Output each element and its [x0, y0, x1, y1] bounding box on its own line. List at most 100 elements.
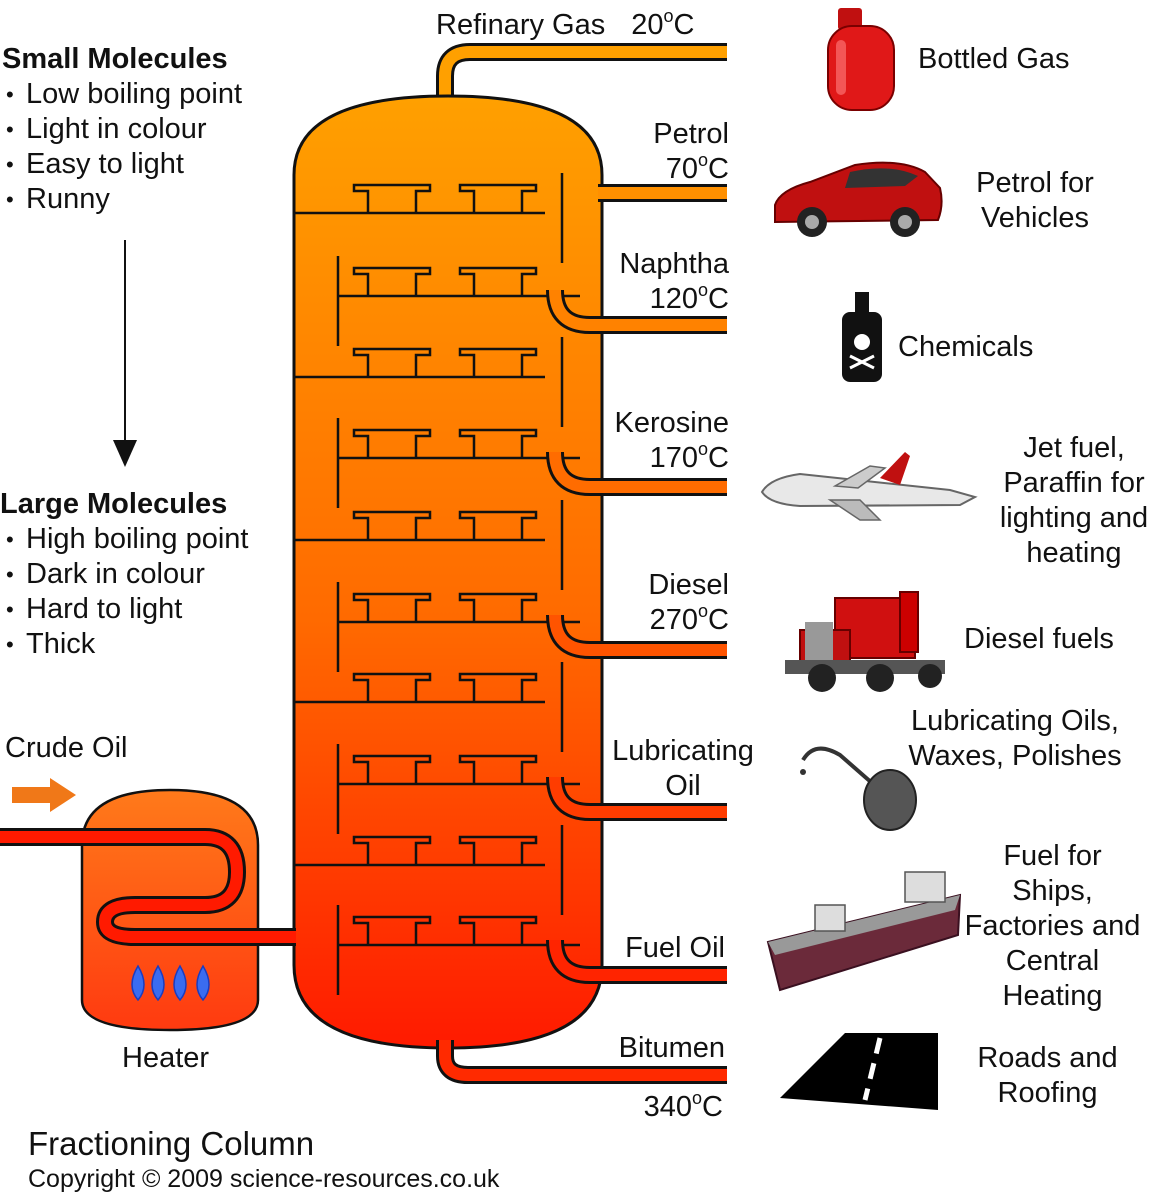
gas-cylinder-icon	[827, 8, 895, 111]
bubble-cap	[352, 835, 432, 865]
bubble-cap	[458, 754, 538, 784]
fractioning-column	[292, 94, 604, 1050]
property-item: Thick	[6, 627, 248, 662]
bubble-cap	[458, 183, 538, 213]
fraction-label: Refinary Gas 20oC	[436, 6, 695, 43]
temperature-value: 70	[665, 153, 699, 185]
fraction-temperature: 270oC	[649, 601, 729, 636]
copyright-text: Copyright © 2009 science-resources.co.uk	[28, 1165, 500, 1193]
property-text: Thick	[26, 628, 96, 660]
product-use-label: Bottled Gas	[918, 43, 1070, 75]
bubble-cap	[352, 183, 432, 213]
crude-oil-arrow	[12, 778, 76, 812]
celsius-unit: C	[708, 604, 729, 636]
car-icon	[774, 161, 943, 237]
crude-oil-label: Crude Oil	[5, 732, 128, 764]
degree-symbol: o	[698, 280, 709, 300]
product-use-label: Diesel fuels	[964, 623, 1114, 655]
product-use-label: Fuel for Ships, Factories and Central He…	[964, 840, 1141, 1012]
temperature-value: 170	[649, 442, 699, 474]
degree-symbol: o	[698, 150, 709, 170]
output-pipe-fill	[549, 939, 727, 981]
temperature-value: 20	[631, 9, 664, 41]
bubble-cap	[352, 510, 432, 540]
temperature-value: 270	[649, 604, 699, 636]
small-molecules-properties: Low boiling pointLight in colourEasy to …	[6, 77, 242, 217]
fraction-temperature: 20oC	[631, 6, 695, 41]
property-text: Runny	[26, 183, 110, 215]
property-item: High boiling point	[6, 522, 248, 557]
output-pipe-fill	[549, 289, 727, 331]
bubble-cap-trays	[294, 173, 580, 995]
property-text: High boiling point	[26, 523, 249, 555]
property-item: Runny	[6, 182, 242, 217]
flame-icon	[131, 964, 210, 1002]
celsius-unit: C	[708, 283, 729, 315]
bubble-cap	[458, 915, 538, 945]
temperature-value: 120	[649, 283, 699, 315]
bubble-cap	[352, 915, 432, 945]
property-item: Low boiling point	[6, 77, 242, 112]
fraction-name: Naphtha	[619, 248, 729, 280]
road-icon	[780, 1033, 938, 1110]
celsius-unit: C	[708, 153, 729, 185]
property-text: Hard to light	[26, 593, 183, 625]
celsius-unit: C	[702, 1091, 723, 1123]
property-text: Low boiling point	[26, 78, 243, 110]
fraction-name: Bitumen	[618, 1032, 725, 1064]
bubble-cap	[352, 266, 432, 296]
property-item: Light in colour	[6, 112, 242, 147]
output-pipe-fill	[549, 776, 727, 818]
heater-label: Heater	[122, 1042, 210, 1074]
ship-icon	[766, 871, 962, 992]
fraction-name: Diesel	[648, 569, 729, 601]
fraction-label: 340oC	[644, 1088, 723, 1125]
output-pipe-fill	[549, 614, 727, 656]
bubble-cap	[458, 266, 538, 296]
bubble-cap	[352, 428, 432, 458]
product-use-label: Lubricating Oils, Waxes, Polishes	[908, 705, 1122, 772]
fraction-name: Kerosine	[614, 407, 729, 439]
fraction-name: Lubricating Oil	[612, 735, 754, 802]
fraction-name: Petrol	[653, 118, 729, 150]
bubble-cap	[458, 592, 538, 622]
fraction-name: Fuel Oil	[625, 932, 725, 964]
degree-symbol: o	[692, 1088, 703, 1108]
property-item: Dark in colour	[6, 557, 248, 592]
truck-icon	[785, 591, 945, 692]
fraction-temperature: 120oC	[649, 280, 729, 315]
bubble-cap	[458, 672, 538, 702]
bubble-cap	[352, 592, 432, 622]
fraction-label: Fuel Oil	[625, 931, 725, 966]
large-molecules-title: Large Molecules	[0, 488, 228, 520]
airplane-icon	[760, 452, 978, 521]
fraction-name: Refinary Gas	[436, 9, 606, 41]
product-use-label: Jet fuel, Paraffin for lighting and heat…	[999, 432, 1149, 569]
property-text: Easy to light	[26, 148, 184, 180]
property-item: Hard to light	[6, 592, 248, 627]
bubble-cap	[458, 428, 538, 458]
property-item: Easy to light	[6, 147, 242, 182]
degree-symbol: o	[698, 601, 709, 621]
celsius-unit: C	[708, 442, 729, 474]
product-use-label: Chemicals	[898, 331, 1034, 363]
celsius-unit: C	[673, 9, 695, 41]
bubble-cap	[458, 835, 538, 865]
bubble-cap	[352, 672, 432, 702]
fraction-temperature: 340oC	[644, 1088, 723, 1123]
bubble-cap	[458, 510, 538, 540]
degree-symbol: o	[698, 439, 709, 459]
molecule-size-arrow	[113, 240, 137, 467]
fraction-temperature: 70oC	[665, 150, 729, 185]
poison-bottle-icon	[842, 292, 882, 382]
fraction-label: Lubricating Oil	[602, 734, 764, 804]
degree-symbol: o	[663, 6, 674, 26]
property-text: Dark in colour	[26, 558, 205, 590]
output-pipe-fill	[549, 451, 727, 493]
